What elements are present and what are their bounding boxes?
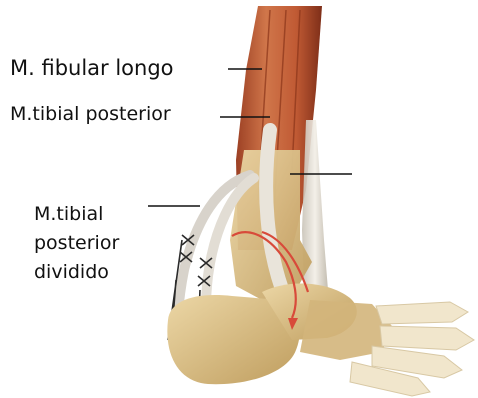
label-dividido-line1: M.tibial xyxy=(34,200,119,229)
label-dividido-line3: dividido xyxy=(34,258,119,287)
label-dividido-line2: posterior xyxy=(34,229,119,258)
label-tibial-posterior-dividido: M.tibial posterior dividido xyxy=(34,200,119,287)
label-fibular-longo: M. fibular longo xyxy=(10,57,174,80)
label-tibial-posterior: M.tibial posterior xyxy=(10,104,171,125)
